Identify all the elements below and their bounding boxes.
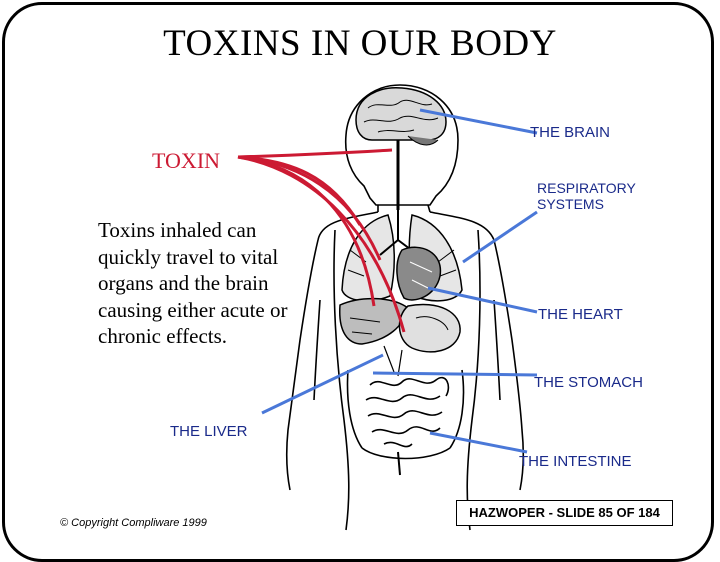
- label-respiratory: RESPIRATORY SYSTEMS: [537, 180, 636, 212]
- brain-illustration: [355, 87, 447, 210]
- pointer-brain: [419, 108, 538, 135]
- copyright-text: © Copyright Compliware 1999: [60, 517, 207, 529]
- slide-number-box: HAZWOPER - SLIDE 85 OF 184: [456, 500, 673, 526]
- slide-title: TOXINS IN OUR BODY: [163, 23, 557, 64]
- intestine-illustration: [346, 369, 465, 476]
- pointer-liver: [261, 353, 384, 415]
- pointer-intestine: [429, 431, 528, 454]
- label-heart: THE HEART: [538, 306, 623, 323]
- explanation-text: Toxins inhaled can quickly travel to vit…: [98, 218, 288, 348]
- toxin-pathways: [237, 148, 406, 333]
- pointer-stomach: [372, 371, 538, 377]
- label-brain: THE BRAIN: [530, 124, 611, 141]
- toxin-label: TOXIN: [152, 148, 221, 173]
- stomach-illustration: [383, 303, 461, 377]
- heart-illustration: [396, 246, 442, 301]
- pointer-heart: [427, 286, 538, 314]
- pointer-respiratory: [462, 210, 538, 264]
- organ-pointers: [261, 108, 538, 454]
- anatomy-diagram: [237, 84, 538, 531]
- toxin-path-stomach: [237, 155, 406, 333]
- label-liver: THE LIVER: [170, 423, 248, 440]
- label-stomach: THE STOMACH: [534, 374, 643, 391]
- toxin-path-brain: [237, 148, 393, 159]
- label-intestine: THE INTESTINE: [519, 453, 632, 470]
